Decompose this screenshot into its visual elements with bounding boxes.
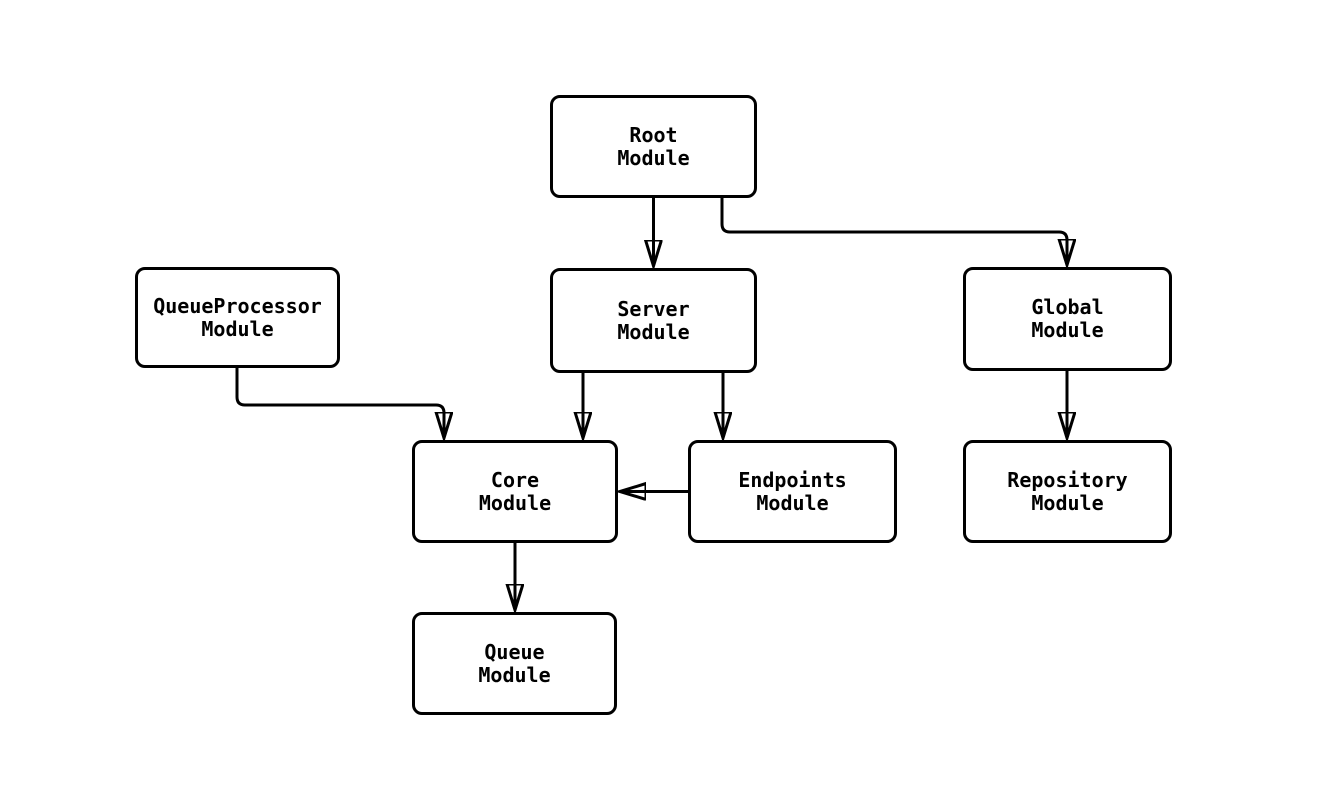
node-root-module-suffix: Module xyxy=(617,145,690,170)
node-server-module-suffix: Module xyxy=(617,319,690,344)
node-global-module-suffix: Module xyxy=(1031,318,1104,342)
node-queueprocessor-module-suffix: Module xyxy=(201,316,274,341)
node-queue-module-suffix: Module xyxy=(478,662,551,687)
node-server-module-name: Server xyxy=(617,296,690,321)
node-repository-module: Repository Module xyxy=(963,440,1172,543)
node-global-module-name: Global xyxy=(1031,295,1104,319)
node-core-module-name: Core xyxy=(490,467,540,492)
node-repository-module-suffix: Module xyxy=(1031,490,1104,515)
node-queueprocessor-module-name: QueueProcessor xyxy=(153,293,322,318)
node-core-module-suffix: Module xyxy=(478,490,552,515)
node-endpoints-module-suffix: Module xyxy=(756,490,829,515)
node-queue-module: Queue Module xyxy=(412,612,617,715)
edge-root-to-global xyxy=(720,198,1067,265)
node-root-module-name: Root xyxy=(629,122,678,147)
node-queueprocessor-module: QueueProcessor Module xyxy=(135,267,340,368)
node-core-module: Core Module xyxy=(412,440,618,543)
node-endpoints-module-name: Endpoints xyxy=(738,467,847,492)
node-repository-module-name: Repository xyxy=(1007,467,1128,492)
node-root-module: Root Module xyxy=(550,95,757,198)
node-server-module: Server Module xyxy=(550,268,757,373)
node-global-module: Global Module xyxy=(963,267,1172,371)
edge-queueprocessor-to-core xyxy=(235,368,444,438)
node-endpoints-module: Endpoints Module xyxy=(688,440,897,543)
node-queue-module-name: Queue xyxy=(484,639,545,664)
